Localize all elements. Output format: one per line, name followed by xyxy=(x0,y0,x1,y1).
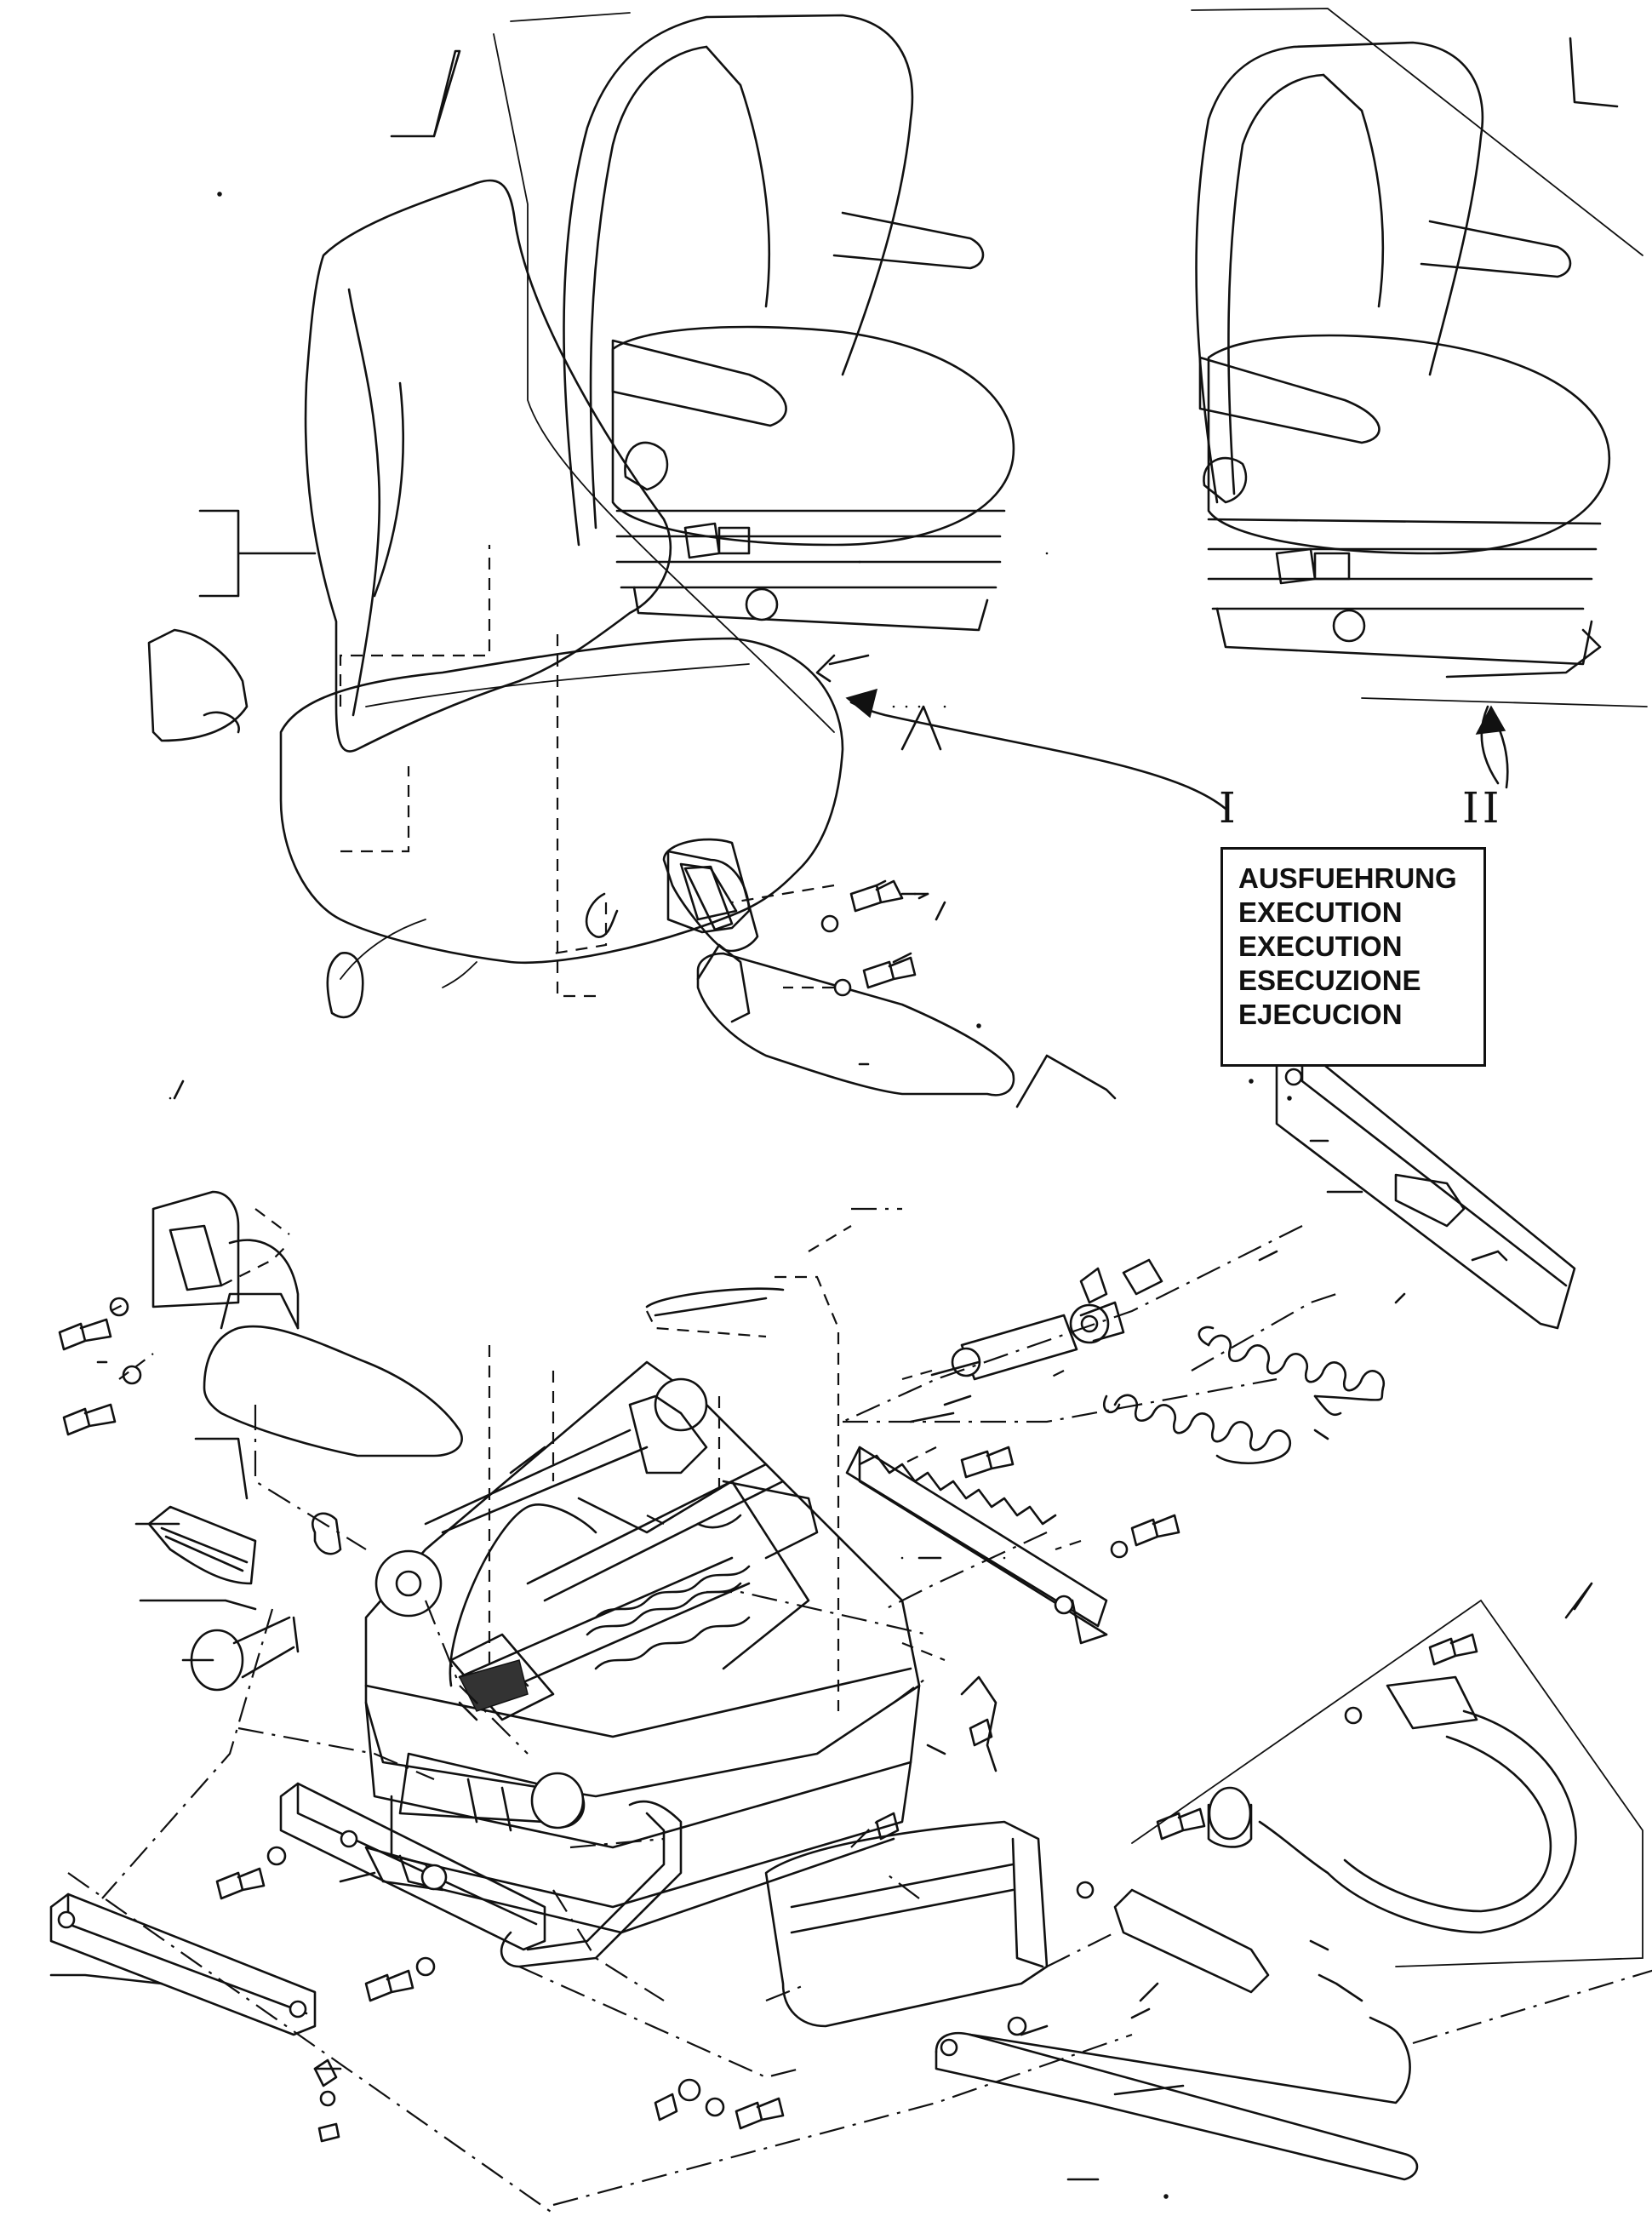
assembly-lines xyxy=(68,545,1652,2213)
legend-line-it: ESECUZIONE xyxy=(1238,965,1421,996)
armrest-right xyxy=(698,945,1014,1095)
legend-line-es: EJECUCION xyxy=(1238,999,1403,1030)
height-rack xyxy=(847,1447,1106,1643)
suspension-frame xyxy=(366,1362,919,1933)
legend-line-de: AUSFUEHRUNG xyxy=(1238,862,1457,894)
slide-rail-upper xyxy=(1277,1047,1575,1328)
execution-legend: AUSFUEHRUNG EXECUTION EXECUTION ESECUZIO… xyxy=(1220,847,1486,1067)
variant-arrows xyxy=(847,690,1507,809)
variant-label-2: II xyxy=(1462,783,1503,833)
bolts xyxy=(60,881,1477,2141)
adjustment-knob-seat xyxy=(532,1773,583,1828)
shock-absorber xyxy=(932,1260,1162,1379)
base-bracket xyxy=(766,1822,1047,2026)
armrest-left xyxy=(204,1294,462,1456)
variant-label-1: I xyxy=(1219,783,1239,833)
stray-marks xyxy=(218,192,1291,2198)
assembled-seat-variant-1 xyxy=(494,13,1014,732)
seat-cushion xyxy=(281,638,843,1337)
adjustment-knob xyxy=(191,1618,298,1690)
slide-rail-lower-center xyxy=(281,1784,545,1950)
tension-spring-upper xyxy=(1199,1327,1384,1415)
slide-rail-lower-left xyxy=(51,1894,315,2035)
tension-spring-lower xyxy=(1104,1395,1290,1463)
legend-line-en: EXECUTION xyxy=(1238,896,1403,928)
seat-belt-assembly xyxy=(1132,1600,1643,1967)
triangle-bracket-upper xyxy=(668,851,749,932)
clip xyxy=(312,1514,340,1554)
triangle-bracket-left xyxy=(149,630,247,741)
callout-lines xyxy=(51,38,1617,2179)
release-lever xyxy=(501,1801,681,1967)
side-brackets xyxy=(153,839,757,1328)
assembled-seat-variant-2 xyxy=(1192,9,1647,707)
belt-mount-bracket xyxy=(936,1890,1417,2179)
legend-line-fr: EXECUTION xyxy=(1238,930,1403,962)
backrest xyxy=(306,180,671,1017)
spring-cover xyxy=(149,1507,255,1583)
